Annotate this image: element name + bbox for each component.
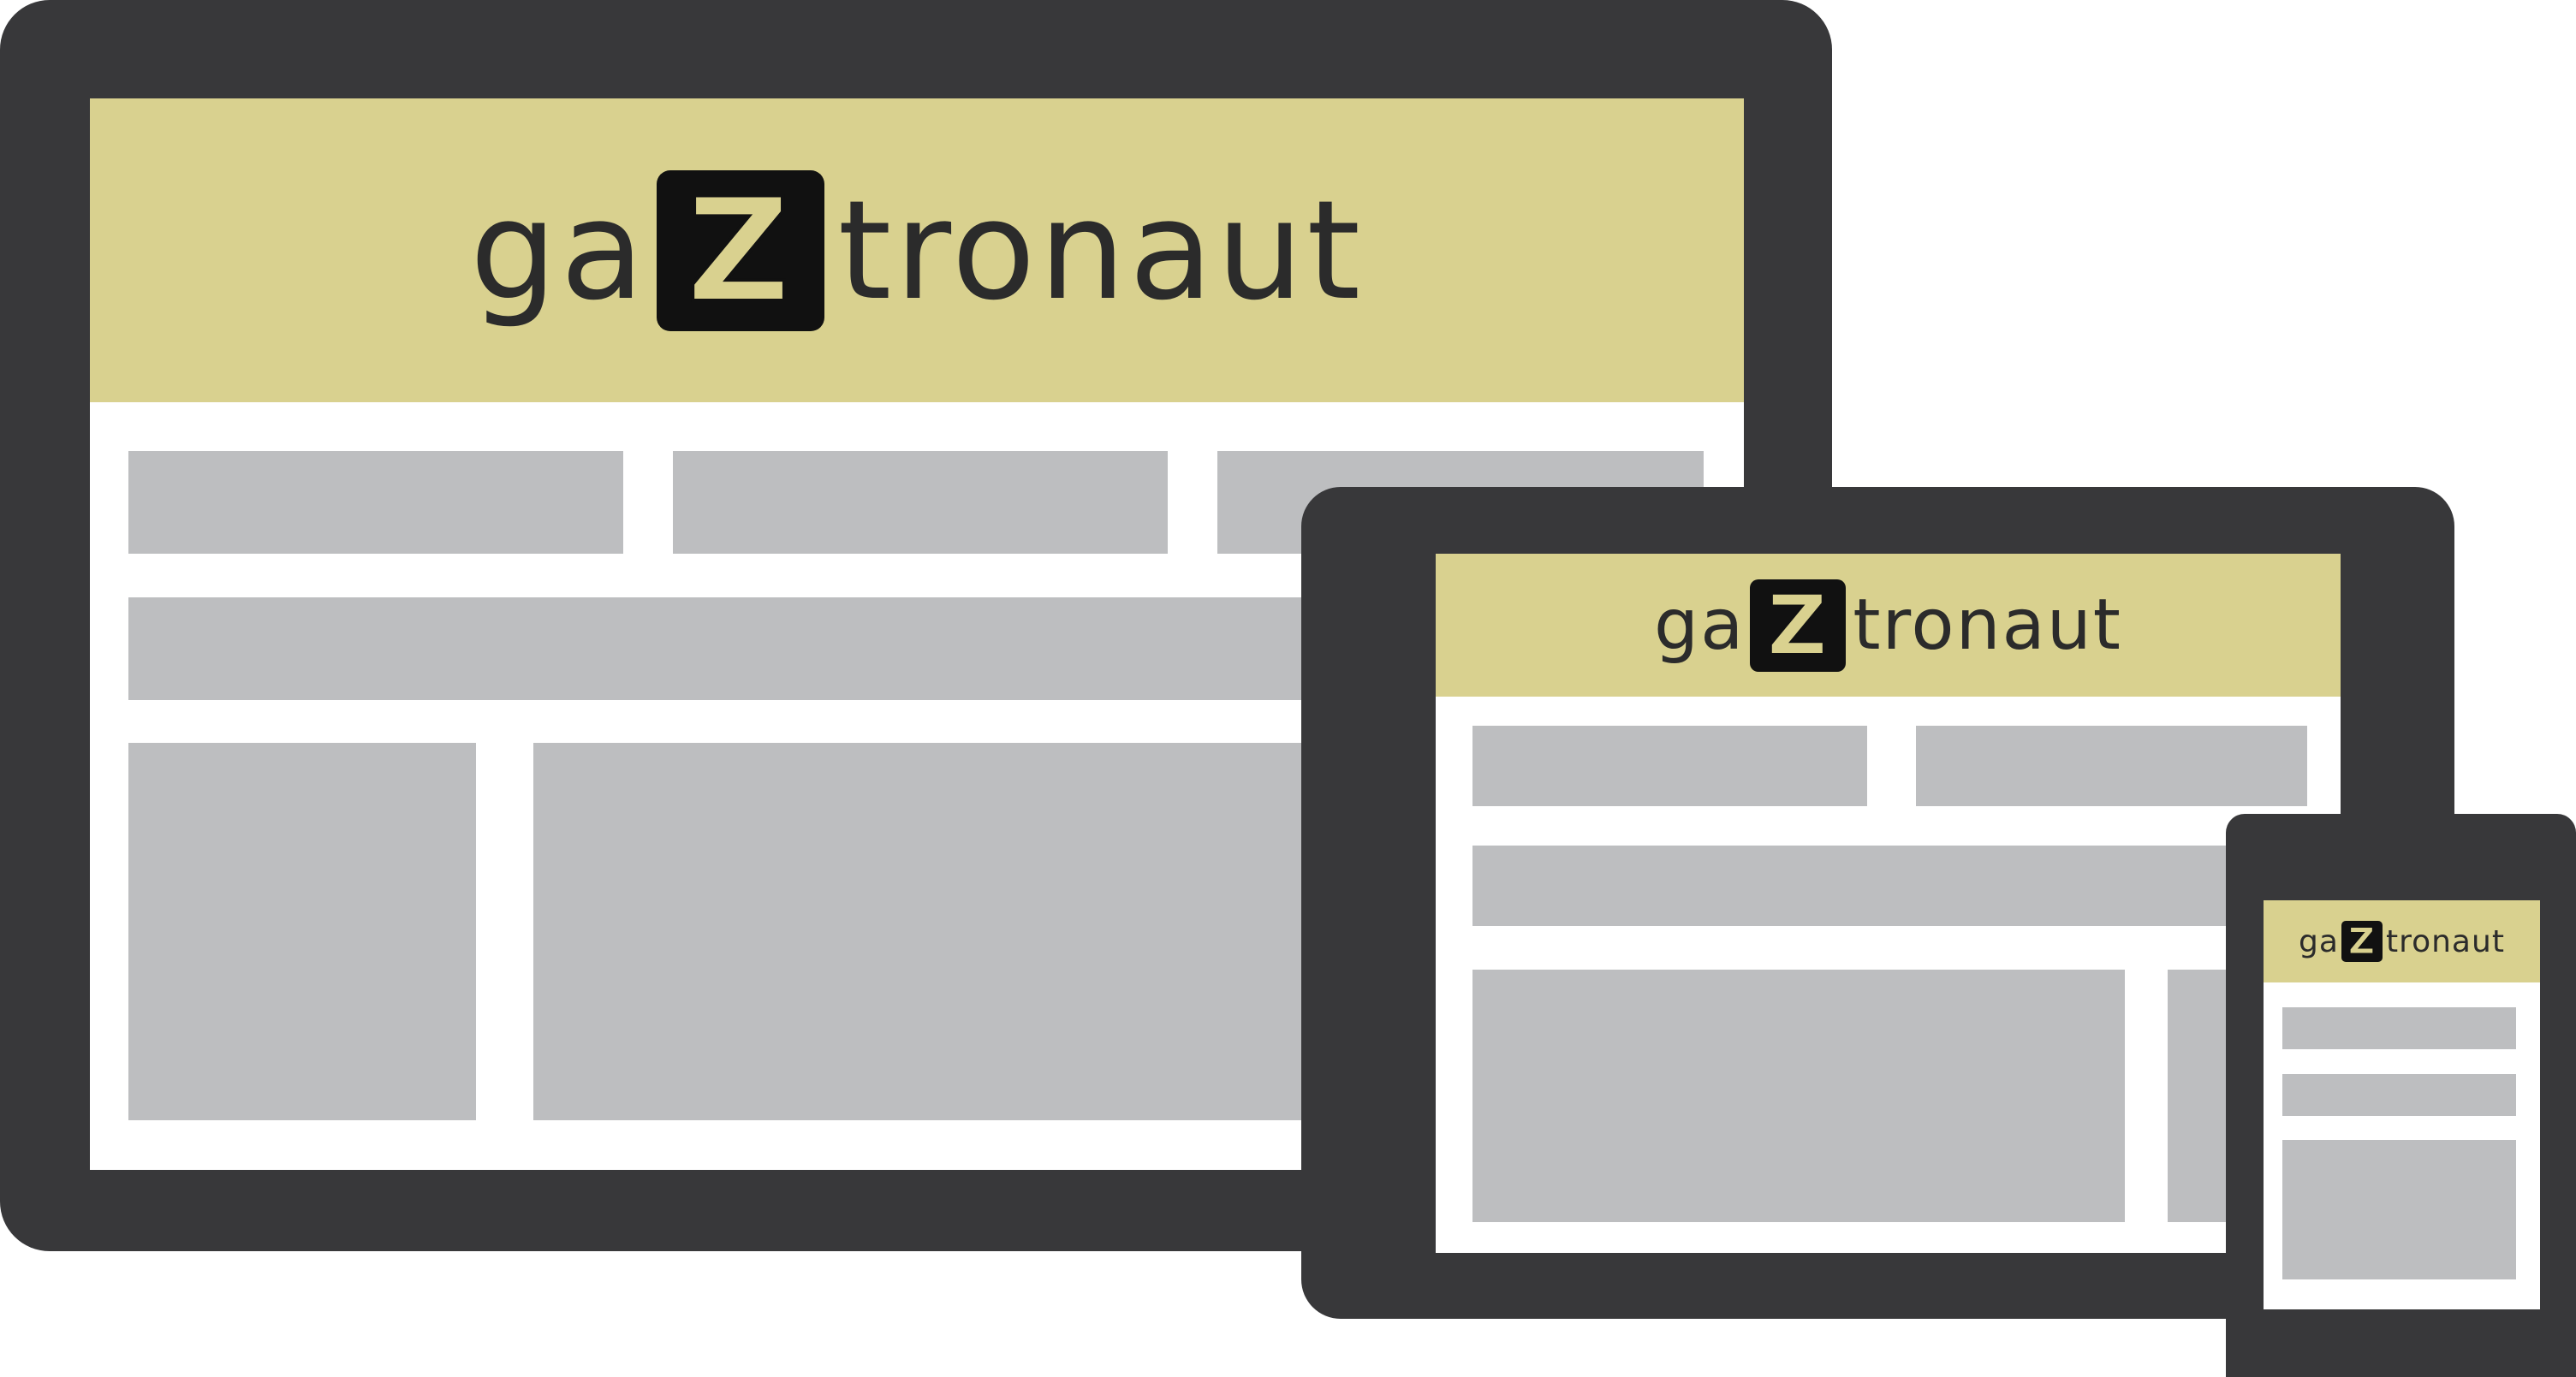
brand-logo: ga Z tronaut: [1654, 579, 2122, 672]
logo-suffix: tronaut: [1853, 585, 2122, 666]
logo-prefix: ga: [2299, 923, 2339, 959]
logo-suffix: tronaut: [837, 170, 1365, 330]
placeholder-block: [673, 451, 1168, 554]
brand-logo: ga Z tronaut: [469, 166, 1365, 335]
placeholder-block: [2282, 1007, 2516, 1049]
placeholder-block: [1472, 970, 2125, 1222]
logo-suffix: tronaut: [2385, 923, 2505, 959]
desktop-header: ga Z tronaut: [90, 98, 1744, 402]
phone-screen: ga Z tronaut: [2264, 900, 2540, 1309]
logo-letter: Z: [2348, 920, 2376, 962]
placeholder-block: [1916, 726, 2307, 806]
placeholder-block: [2282, 1074, 2516, 1116]
logo-letter-box: Z: [656, 166, 824, 335]
logo-letter-box: Z: [2341, 921, 2383, 962]
placeholder-block: [128, 451, 623, 554]
tablet-screen: ga Z tronaut: [1436, 554, 2341, 1253]
logo-letter: Z: [685, 166, 794, 335]
phone-device: ga Z tronaut: [2226, 814, 2576, 1377]
logo-prefix: ga: [1654, 585, 1746, 666]
tablet-header: ga Z tronaut: [1436, 554, 2341, 697]
logo-letter-box: Z: [1750, 577, 1847, 674]
logo-letter: Z: [1767, 577, 1829, 674]
brand-logo: ga Z tronaut: [2299, 921, 2505, 962]
placeholder-block: [128, 743, 476, 1120]
placeholder-block: [2282, 1140, 2516, 1279]
logo-prefix: ga: [469, 170, 648, 330]
placeholder-block: [1472, 846, 2307, 926]
placeholder-block: [1472, 726, 1867, 806]
phone-header: ga Z tronaut: [2264, 900, 2540, 982]
